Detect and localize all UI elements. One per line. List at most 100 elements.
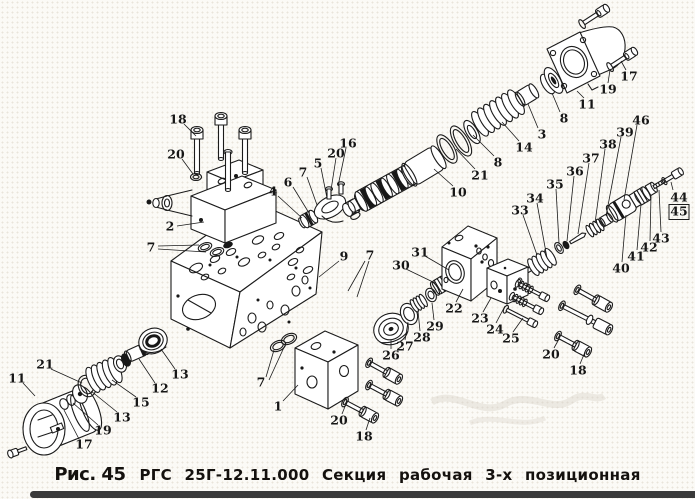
leader-line	[157, 248, 207, 253]
leader-line	[337, 147, 347, 187]
part-hex-41	[633, 186, 652, 206]
callout-20: 20	[167, 147, 185, 162]
callout-28: 28	[413, 330, 431, 345]
leader-line	[577, 162, 590, 235]
part-bolt-44-45	[661, 167, 684, 186]
callout-18: 18	[169, 112, 187, 127]
leader-line	[90, 390, 118, 413]
callout-2: 2	[166, 219, 175, 234]
callout-17: 17	[620, 69, 637, 84]
figure-number: Рис. 45	[54, 464, 126, 485]
callout-38: 38	[599, 137, 617, 152]
leader-line	[536, 202, 548, 259]
part-bolt-18-right-b	[558, 300, 614, 336]
part-clamp-flange-5	[313, 181, 347, 223]
part-end-block-1	[294, 330, 359, 410]
part-stud-25b	[502, 304, 539, 329]
leader-line	[405, 268, 436, 284]
leader-line	[50, 368, 83, 384]
callout-41: 41	[627, 249, 644, 264]
callout-31: 31	[411, 245, 428, 260]
leader-line	[282, 384, 299, 402]
leader-line	[424, 255, 450, 271]
leader-line	[579, 351, 586, 365]
callout-17: 17	[75, 437, 92, 452]
leader-line	[318, 260, 340, 278]
leader-line	[527, 103, 539, 129]
leader-line	[658, 189, 662, 233]
part-bolt-18-bottom-c	[341, 396, 380, 424]
part-cover-block-22	[441, 225, 498, 302]
part-spring-34	[524, 247, 557, 277]
callout-13: 13	[113, 410, 130, 425]
callout-18: 18	[355, 429, 373, 444]
callout-3: 3	[538, 127, 547, 142]
callout-16: 16	[339, 136, 357, 151]
part-disc-13	[72, 384, 88, 404]
part-clamp-bolt-16	[336, 181, 346, 195]
callout-10: 10	[449, 185, 467, 200]
part-spool-cylinder-10	[401, 145, 447, 187]
callout-33: 33	[511, 203, 528, 218]
leader-line	[22, 382, 36, 397]
leader-line	[431, 302, 435, 321]
leader-line	[649, 194, 652, 242]
leader-line	[356, 260, 370, 298]
callout-20: 20	[330, 413, 348, 428]
leader-line	[347, 260, 366, 292]
watermark	[430, 392, 607, 426]
leader-line	[495, 305, 506, 324]
part-bolts-18-pilot	[189, 111, 252, 193]
callout-5: 5	[314, 156, 323, 171]
leader-line	[277, 195, 303, 219]
leader-line	[566, 175, 575, 242]
callout-37: 37	[582, 151, 599, 166]
part-bolt-18-right-c	[554, 330, 593, 358]
part-bolt-18-right-a	[573, 284, 614, 313]
callout-24: 24	[486, 322, 504, 337]
callout-26: 26	[382, 348, 400, 363]
callout-15: 15	[132, 395, 149, 410]
leader-line	[553, 338, 560, 349]
part-pin-37	[569, 232, 587, 245]
callout-1: 1	[274, 399, 283, 414]
callout-42: 42	[640, 240, 657, 255]
callout-35: 35	[546, 177, 563, 192]
leader-line	[292, 186, 310, 214]
callout-7: 7	[257, 375, 266, 390]
part-spring-14	[471, 89, 525, 137]
leader-line	[670, 181, 674, 191]
part-stud-24	[514, 278, 551, 303]
leader-line	[455, 288, 464, 303]
leader-line	[522, 214, 538, 256]
leader-line	[265, 349, 275, 378]
callout-8: 8	[494, 155, 503, 170]
part-ring-35	[554, 242, 564, 254]
callout-6: 6	[284, 175, 293, 190]
leader-line	[594, 148, 606, 224]
part-spring-38	[585, 218, 605, 238]
leader-line	[138, 358, 156, 384]
leader-line	[501, 121, 520, 142]
leader-line	[341, 403, 347, 415]
leader-line	[160, 348, 176, 370]
callout-7: 7	[366, 248, 375, 263]
leader-line	[183, 123, 197, 137]
callout-19: 19	[599, 82, 616, 97]
leader-line	[181, 158, 194, 175]
bottom-scan-edge	[30, 491, 695, 498]
leader-line	[320, 167, 328, 199]
leader-line	[268, 342, 287, 381]
leader-line	[607, 69, 611, 84]
part-spring-28	[409, 293, 428, 313]
leader-line	[330, 157, 337, 191]
callout-11: 11	[8, 371, 25, 386]
figure-title: РГС 25Г-12.11.000 Секция рабочая 3-х поз…	[139, 466, 641, 484]
callout-22: 22	[445, 301, 462, 316]
callout-36: 36	[566, 164, 584, 179]
leader-line	[417, 310, 421, 332]
callout-7: 7	[299, 165, 308, 180]
part-cap-26	[373, 312, 409, 346]
leader-line	[636, 203, 642, 251]
